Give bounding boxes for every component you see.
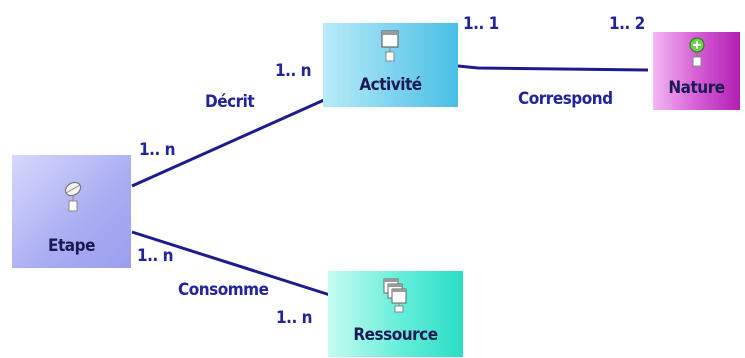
entity-activite[interactable]: Activité [323,23,458,107]
entity-nature[interactable]: Nature [653,32,740,110]
entity-ressource[interactable]: Ressource [328,271,463,357]
entity-ressource-label: Ressource [353,325,438,345]
multiplicity-decrit-etape: 1.. n [139,140,175,160]
entity-etape-label: Etape [48,236,95,256]
relation-correspond-label: Correspond [518,89,613,109]
document-icon [381,30,399,62]
relation-consomme-label: Consomme [178,280,269,300]
multiplicity-consomme-etape: 1.. n [137,246,173,266]
correspond-line [457,64,649,72]
entity-etape[interactable]: Etape [12,155,131,268]
multiplicity-correspond-activite: 1.. 1 [463,14,499,34]
green-plus-leaf-icon [689,37,705,67]
multiplicity-consomme-ressource: 1.. n [276,308,312,328]
decrit-line [131,98,325,188]
multiplicity-correspond-nature: 1.. 2 [609,14,645,34]
relation-decrit-label: Décrit [205,92,255,112]
multiplicity-decrit-activite: 1.. n [275,61,311,81]
entity-activite-label: Activité [359,75,422,95]
stacked-documents-icon [383,278,407,313]
gear-leaf-icon [64,181,82,212]
entity-nature-label: Nature [668,78,725,98]
consomme-line [131,230,331,297]
